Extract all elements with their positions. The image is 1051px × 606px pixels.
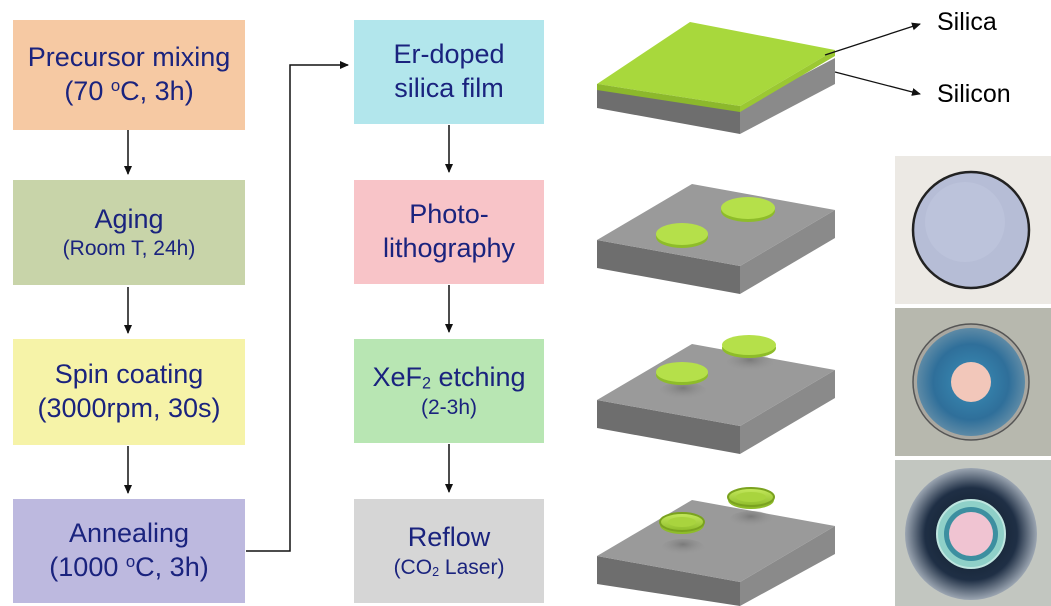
step-title-line2: lithography — [382, 233, 516, 263]
step-spin-coating: Spin coating (3000rpm, 30s) — [13, 339, 245, 445]
step-title: Spin coating — [54, 359, 204, 390]
step-title: Precursor mixing — [27, 42, 231, 73]
micrograph-etching — [895, 308, 1051, 456]
step-title: Annealing — [68, 518, 190, 549]
step-condition: (Room T, 24h) — [62, 237, 196, 261]
step-condition: (70 oC, 3h) — [64, 75, 194, 106]
step-title: XeF2 etching — [372, 362, 526, 393]
step-aging: Aging (Room T, 24h) — [13, 180, 245, 285]
silicon-label: Silicon — [937, 80, 1011, 108]
step-xef2-etching: XeF2 etching (2-3h) — [354, 339, 544, 443]
step-reflow: Reflow (CO2 Laser) — [354, 499, 544, 603]
step-photolithography: Photo- lithography — [354, 180, 544, 284]
step-title: Er-doped — [393, 39, 505, 70]
step-title-line2: silica film — [394, 73, 504, 103]
arrow-annealing-to-film — [246, 61, 349, 552]
wafer-silica-film — [597, 22, 835, 134]
step-condition: (CO2 Laser) — [393, 555, 505, 579]
wafer-etching — [597, 335, 835, 454]
step-er-doped-film: Er-doped silica film — [354, 20, 544, 124]
micrograph-photolithography — [895, 156, 1051, 304]
step-title: Aging — [94, 203, 164, 234]
step-annealing: Annealing (1000 oC, 3h) — [13, 499, 245, 603]
silica-label: Silica — [937, 8, 997, 36]
silicon-pointer — [834, 71, 921, 96]
step-title: Photo- — [409, 199, 489, 230]
step-condition: (3000rpm, 30s) — [37, 393, 221, 423]
wafer-reflow — [597, 487, 835, 606]
step-condition: (2-3h) — [420, 395, 478, 419]
step-condition: (1000 oC, 3h) — [49, 551, 209, 582]
step-title: Reflow — [407, 522, 491, 552]
silica-pointer — [824, 22, 921, 56]
micrograph-reflow — [895, 460, 1051, 606]
step-precursor-mixing: Precursor mixing (70 oC, 3h) — [13, 20, 245, 130]
wafer-photolithography — [597, 184, 835, 294]
